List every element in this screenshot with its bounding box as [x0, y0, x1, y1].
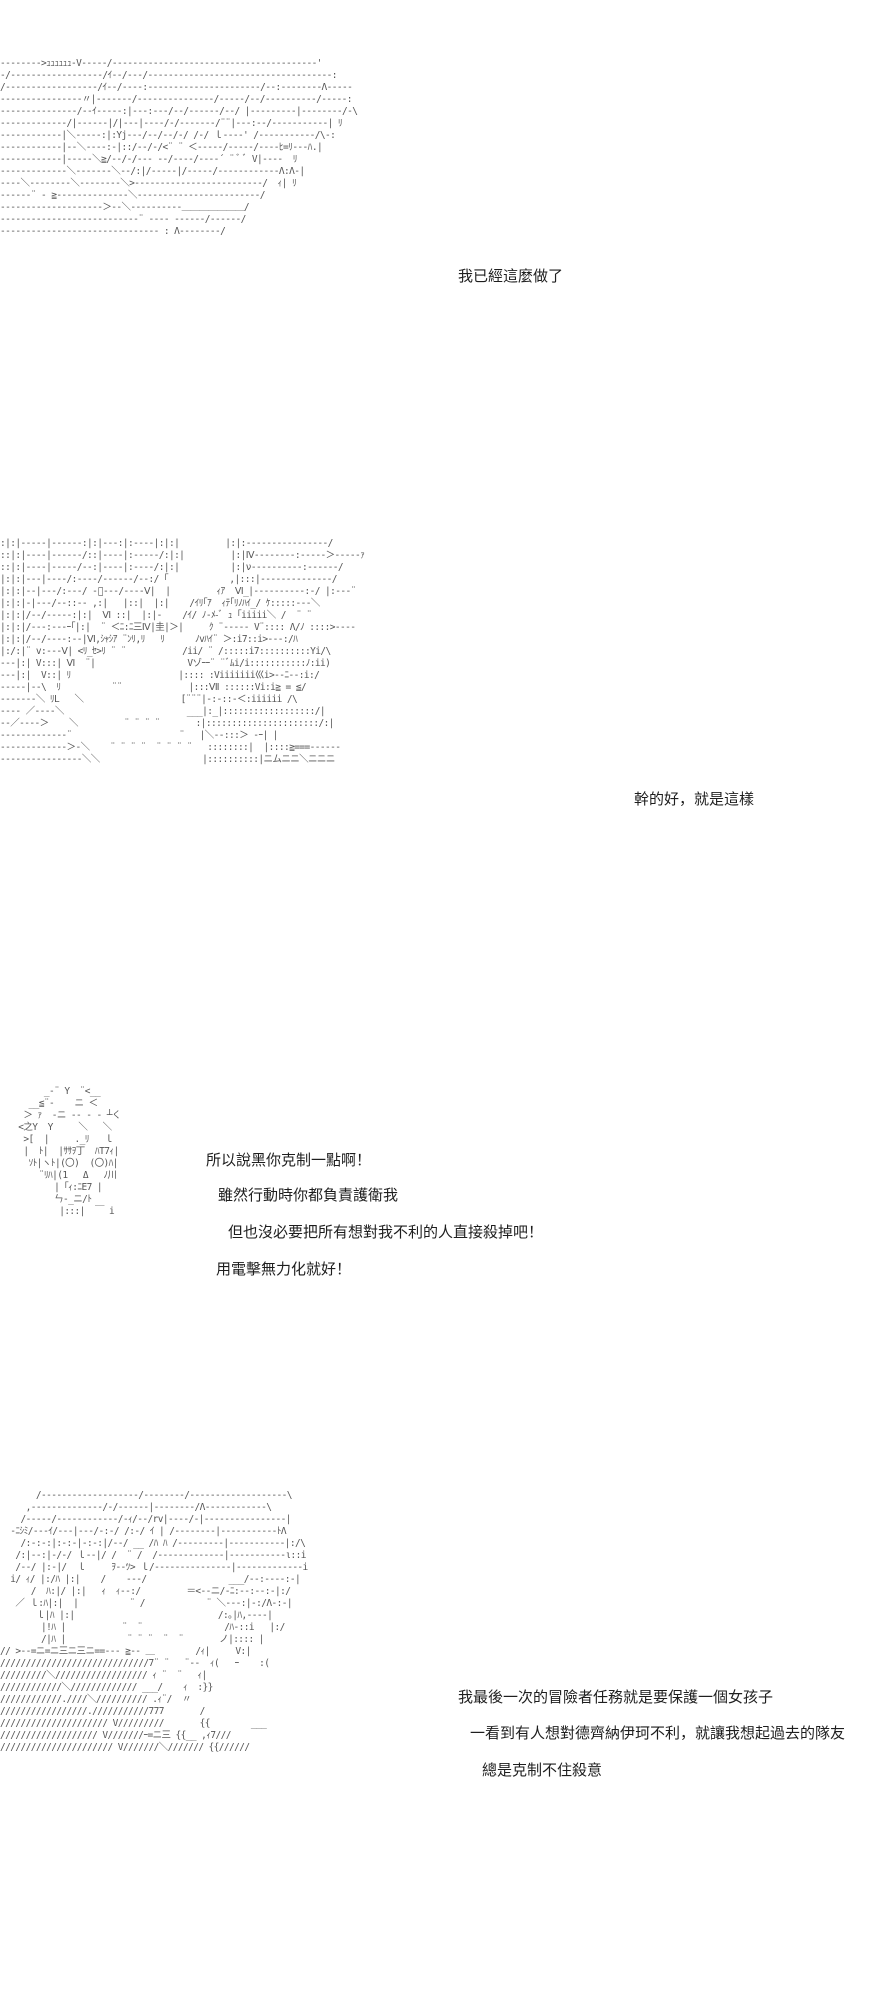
caption-panel-4-line-3: 總是克制不住殺意 — [482, 1761, 603, 1779]
caption-panel-1-line-1: 我已經這麼做了 — [458, 267, 564, 285]
ascii-art-panel-4: /-------------------/--------/----------… — [0, 1490, 308, 1753]
caption-panel-4-line-1: 我最後一次的冒險者任務就是要保護一個女孩子 — [458, 1688, 774, 1706]
ascii-art-panel-1: -------->ｭｭｭｭｭｭ-V-----/-----------------… — [0, 58, 358, 237]
caption-panel-4-line-2: 一看到有人想對德齊納伊珂不利，就讓我想起過去的隊友 — [470, 1724, 846, 1742]
ascii-art-panel-3: _-¨ Y ¨<__ __≦¨- ニ ＜ ＞ ｧ ‐ニ -- - ‐ ┴く <之… — [18, 1086, 121, 1217]
caption-panel-3-line-3: 但也沒必要把所有想對我不利的人直接殺掉吧！ — [228, 1223, 544, 1241]
caption-panel-2-line-1: 幹的好，就是這樣 — [634, 790, 755, 808]
caption-panel-3-line-2: 雖然行動時你都負責護衛我 — [218, 1186, 399, 1204]
caption-panel-3-line-1: 所以說黑你克制一點啊！ — [206, 1151, 372, 1169]
ascii-art-panel-2: :|:|-----|------:|:|---:|:----|:|:| |:|:… — [0, 538, 365, 765]
caption-panel-3-line-4: 用電擊無力化就好！ — [216, 1260, 352, 1278]
